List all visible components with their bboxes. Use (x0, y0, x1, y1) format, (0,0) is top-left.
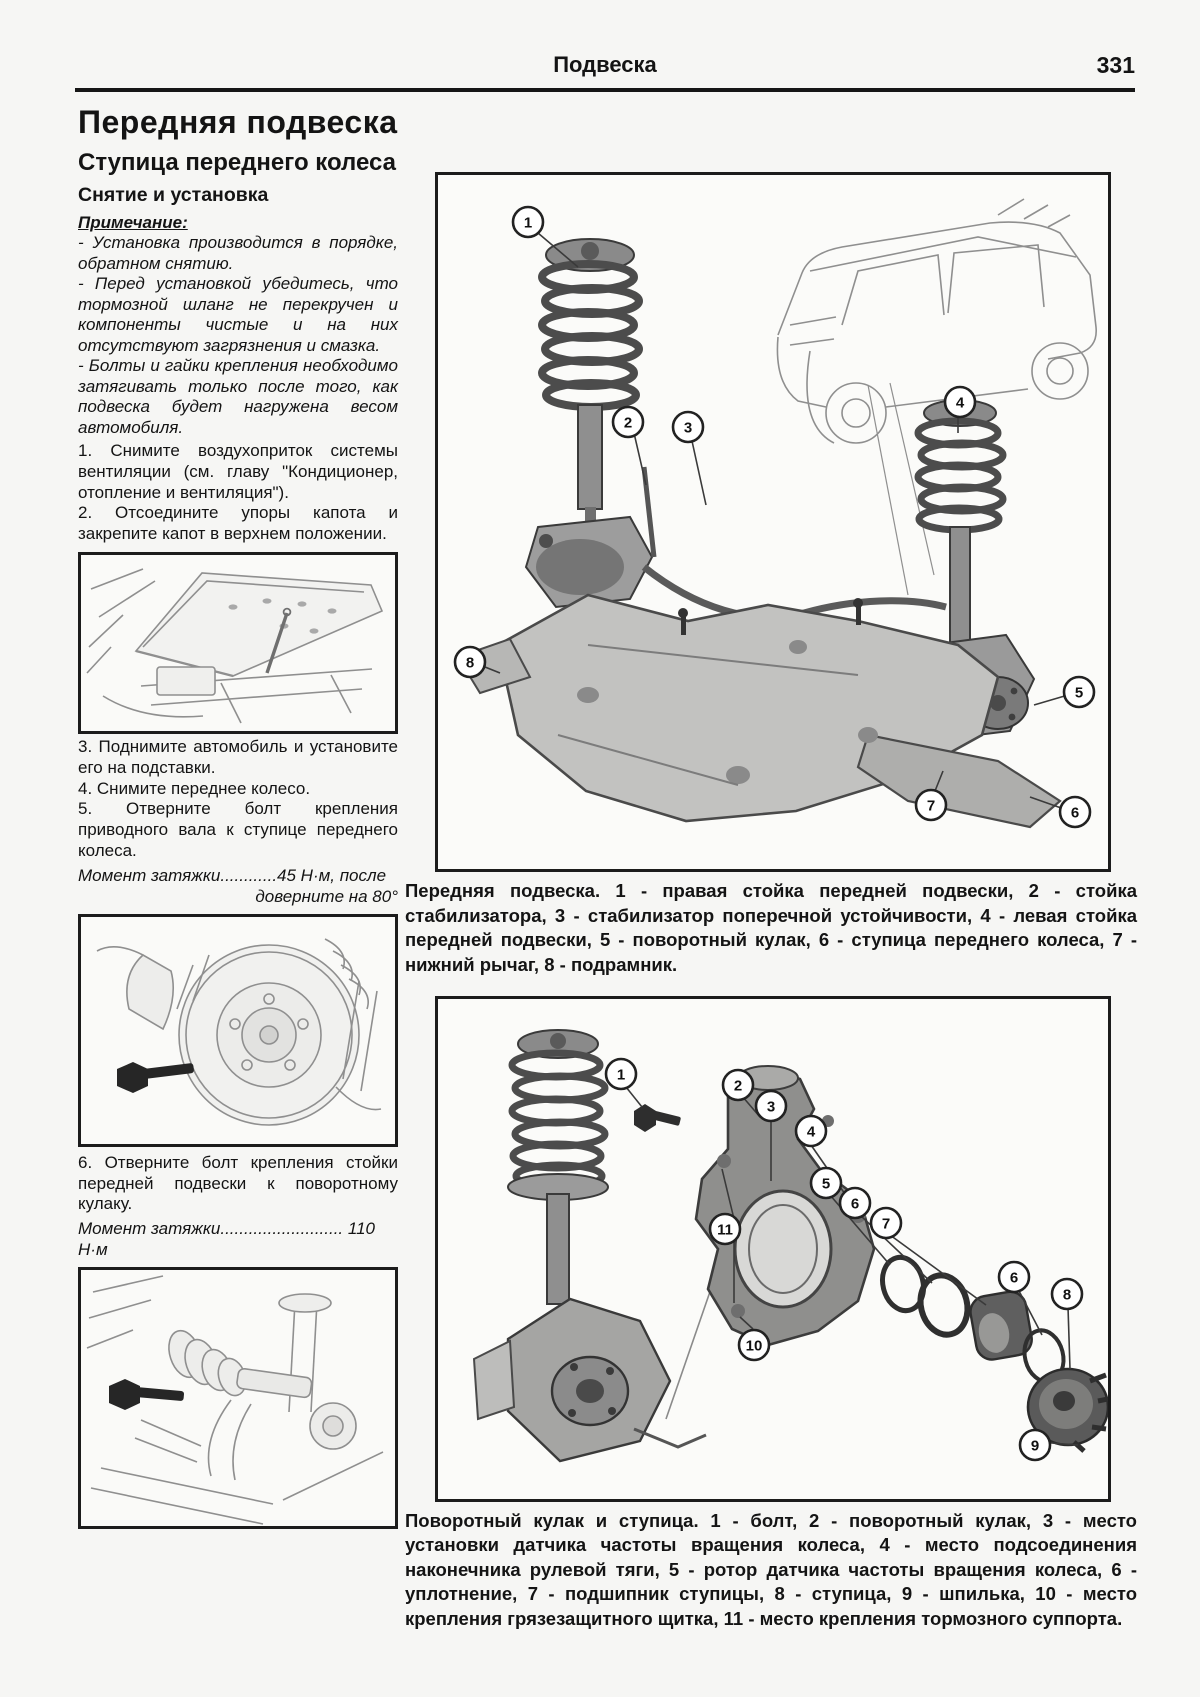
svg-text:8: 8 (466, 655, 474, 672)
svg-text:1: 1 (524, 215, 532, 232)
figure-hood-open (78, 551, 398, 734)
callout-4: 4 (794, 1114, 828, 1147)
svg-text:6: 6 (1071, 805, 1079, 822)
steps-3-5: 3. Поднимите автомобиль и установите его… (78, 737, 398, 862)
subframe (456, 593, 1062, 829)
callout-6: 6 (1058, 795, 1092, 829)
page-number: 331 (1096, 52, 1135, 78)
step-3: 3. Поднимите автомобиль и установите его… (78, 736, 398, 777)
svg-text:6: 6 (1010, 1269, 1018, 1286)
step-6: 6. Отверните болт крепления стойки перед… (78, 1152, 398, 1214)
figure-knuckle-hub: 1 2 3 4 5 6 7 6 8 9 10 11 (435, 995, 1111, 1502)
callout-6a: 6 (838, 1186, 872, 1219)
hood-open-illustration (86, 568, 384, 724)
callout-5: 5 (809, 1166, 843, 1199)
dark-bolt (109, 1379, 185, 1411)
svg-text:2: 2 (734, 1077, 742, 1094)
svg-text:7: 7 (927, 798, 935, 815)
step-2: 2. Отсоедините упоры капота и закрепите … (78, 503, 398, 544)
svg-text:11: 11 (717, 1221, 733, 1238)
callout-4: 4 (943, 385, 977, 419)
callout-1: 1 (511, 205, 545, 239)
svg-text:7: 7 (882, 1215, 890, 1232)
callout-3: 3 (754, 1089, 788, 1122)
figure-driveshaft (78, 1267, 398, 1530)
torque-line-2: доверните на 80° (255, 886, 398, 906)
subsection-heading: Ступица переднего колеса (78, 149, 396, 176)
svg-text:2: 2 (624, 415, 632, 432)
svg-text:4: 4 (956, 395, 965, 412)
callout-7: 7 (869, 1206, 903, 1239)
driveshaft-illustration (86, 1275, 384, 1525)
note-label: Примечание: (78, 213, 188, 232)
svg-text:4: 4 (807, 1123, 816, 1140)
left-column: Ступица переднего колеса Снятие и устано… (78, 149, 398, 1530)
svg-text:6: 6 (851, 1195, 859, 1212)
steps-1-2: 1. Снимите воздухоприток системы вентиля… (78, 441, 398, 545)
callout-6b: 6 (997, 1260, 1031, 1293)
stabilizer (641, 466, 947, 623)
note-item: - Перед установкой убедитесь, что тормоз… (78, 274, 398, 355)
callout-2: 2 (611, 405, 645, 439)
exploded-parts (880, 1254, 1108, 1453)
step-1: 1. Снимите воздухоприток системы вентиля… (78, 441, 398, 502)
bolt-part (634, 1103, 681, 1132)
leader-lines (479, 232, 1069, 810)
front-suspension-illustration: 1 2 3 4 5 6 7 8 (453, 198, 1097, 829)
chapter-title: Подвеска (553, 52, 657, 77)
svg-text:1: 1 (617, 1066, 625, 1083)
callout-3: 3 (671, 410, 705, 444)
svg-text:10: 10 (746, 1337, 763, 1354)
step-4: 4. Снимите переднее колесо. (78, 778, 311, 798)
note-item: - Болты и гайки крепления необходимо зат… (78, 356, 398, 437)
dark-bolt (117, 1061, 194, 1093)
svg-text:3: 3 (767, 1098, 775, 1115)
svg-text:9: 9 (1031, 1437, 1039, 1454)
note-item: - Установка производится в порядке, обра… (78, 233, 398, 273)
svg-text:5: 5 (822, 1175, 830, 1192)
callout-11: 11 (708, 1212, 742, 1245)
callout-7: 7 (914, 788, 948, 822)
torque-line-1: Момент затяжки............45 Н·м, после (78, 865, 387, 885)
figure-front-suspension: 1 2 3 4 5 6 7 8 (435, 172, 1111, 872)
callout-10: 10 (737, 1328, 771, 1361)
callout-9: 9 (1018, 1428, 1052, 1461)
callout-5: 5 (1062, 675, 1096, 709)
car-sketch (776, 198, 1097, 596)
strut-assembly (472, 1028, 761, 1462)
hub-bolt-illustration (96, 938, 382, 1126)
step-5: 5. Отверните болт крепления приводного в… (78, 799, 398, 860)
callout-2: 2 (721, 1068, 755, 1101)
figure1-caption: Передняя подвеска. 1 - правая стойка пер… (405, 880, 1137, 975)
page-header: Подвеска 331 (75, 52, 1135, 92)
right-column: 1 2 3 4 5 6 7 8 Передняя подвеска. 1 - п… (405, 172, 1137, 1650)
callout-1: 1 (604, 1057, 638, 1090)
figure-hub-bolt (78, 913, 398, 1147)
torque-spec-strut: Момент затяжки..........................… (78, 1218, 398, 1260)
knuckle-hub-illustration: 1 2 3 4 5 6 7 6 8 9 10 11 (472, 1028, 1108, 1462)
section-heading: Передняя подвеска (78, 104, 398, 140)
figure2-caption: Поворотный кулак и ступица. 1 - болт, 2 … (405, 1509, 1137, 1629)
procedure-heading: Снятие и установка (78, 184, 269, 206)
left-strut (524, 238, 654, 609)
svg-text:3: 3 (684, 420, 692, 437)
torque-line: Момент затяжки..........................… (78, 1219, 375, 1260)
svg-text:8: 8 (1063, 1286, 1071, 1303)
torque-spec-driveshaft: Момент затяжки............45 Н·м, после … (78, 865, 398, 907)
callout-8: 8 (453, 645, 487, 679)
callout-8: 8 (1050, 1277, 1084, 1310)
svg-text:5: 5 (1075, 685, 1083, 702)
